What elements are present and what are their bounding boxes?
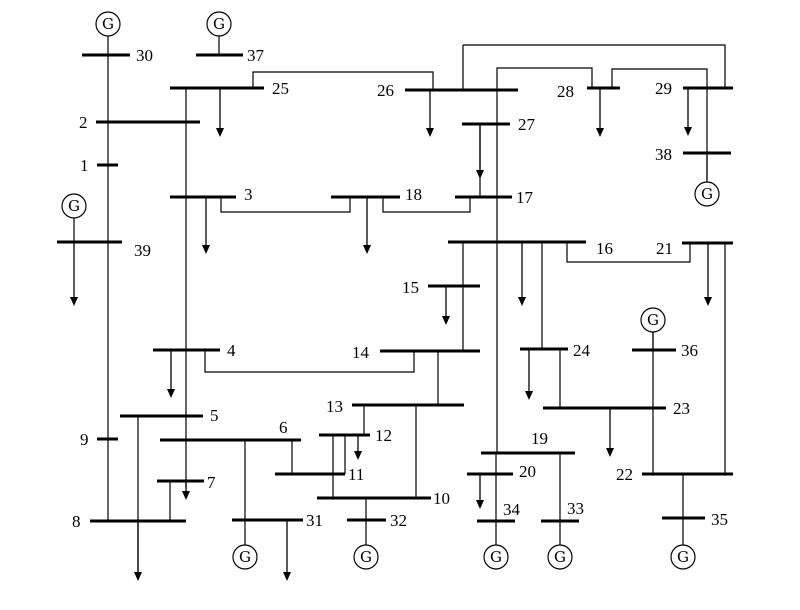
bus-label-5: 5	[210, 406, 219, 425]
loads	[70, 88, 712, 581]
bus-label-35: 35	[711, 510, 728, 529]
bus-label-39: 39	[134, 241, 151, 260]
bus-label-4: 4	[227, 341, 236, 360]
bus-label-12: 12	[375, 426, 392, 445]
generator-37-icon: G	[206, 11, 232, 55]
transmission-lines	[107, 44, 726, 580]
generator-31-icon: G	[232, 520, 258, 570]
bus-label-26: 26	[377, 81, 394, 100]
svg-text:G: G	[701, 185, 713, 203]
load-arrow-21-icon	[704, 243, 712, 306]
bus-label-17: 17	[516, 188, 534, 207]
svg-text:G: G	[360, 548, 372, 566]
bus-label-10: 10	[433, 489, 450, 508]
load-arrow-3-icon	[202, 197, 210, 254]
bus-label-30: 30	[136, 46, 153, 65]
load-arrow-24-icon	[525, 349, 533, 400]
generator-35-icon: G	[670, 518, 696, 570]
bus-label-2: 2	[79, 113, 88, 132]
load-arrow-28-icon	[596, 88, 604, 137]
generator-39-icon: G	[61, 193, 87, 242]
load-arrow-26-icon	[426, 90, 434, 137]
svg-text:G: G	[213, 15, 225, 33]
load-arrow-15-icon	[442, 286, 450, 325]
bus-label-28: 28	[557, 82, 574, 101]
bus-label-22: 22	[616, 465, 633, 484]
generator-38-icon: G	[694, 153, 720, 207]
generator-32-icon: G	[353, 520, 379, 570]
bus-label-27: 27	[518, 115, 536, 134]
bus-label-20: 20	[519, 462, 536, 481]
load-arrow-8-icon	[134, 521, 142, 581]
bus-labels: 30 37 2 1 25 26 28 29 27 38 3 18 17 39 1…	[72, 46, 728, 531]
bus-label-8: 8	[72, 512, 81, 531]
bus-label-7: 7	[207, 473, 216, 492]
generator-34-icon: G	[483, 521, 509, 570]
bus-label-31: 31	[306, 511, 323, 530]
bus-label-9: 9	[80, 430, 89, 449]
load-arrow-25-icon	[216, 88, 224, 137]
generator-30-icon: G	[95, 11, 121, 55]
load-arrow-39-icon	[70, 242, 78, 306]
bus-label-38: 38	[655, 145, 672, 164]
bus-label-25: 25	[272, 79, 289, 98]
load-arrow-7-icon	[182, 481, 190, 500]
load-arrow-20-icon	[476, 474, 484, 509]
bus-label-29: 29	[655, 79, 672, 98]
bus-label-21: 21	[656, 239, 673, 258]
generator-33-icon: G	[547, 521, 573, 570]
svg-text:G: G	[647, 311, 659, 329]
bus-label-13: 13	[326, 397, 343, 416]
svg-text:G: G	[677, 548, 689, 566]
load-arrow-29-icon	[684, 88, 692, 136]
bus-label-23: 23	[673, 399, 690, 418]
bus-label-14: 14	[352, 343, 370, 362]
load-arrow-23-icon	[606, 408, 614, 457]
load-arrow-31-icon	[283, 520, 291, 581]
bus-label-11: 11	[348, 465, 364, 484]
bus-label-19: 19	[531, 429, 548, 448]
svg-text:G: G	[490, 548, 502, 566]
load-arrow-16-icon	[518, 242, 526, 306]
bus-label-18: 18	[405, 185, 422, 204]
load-arrow-4-icon	[167, 350, 175, 398]
bus-label-3: 3	[244, 185, 253, 204]
bus-label-16: 16	[596, 239, 613, 258]
bus-label-37: 37	[247, 46, 265, 65]
bus-bars	[57, 53, 733, 523]
bus-label-33: 33	[567, 499, 584, 518]
load-arrow-18-icon	[363, 197, 371, 254]
svg-text:G: G	[102, 15, 114, 33]
svg-text:G: G	[239, 548, 251, 566]
generator-36-icon: G	[640, 307, 666, 350]
bus-label-24: 24	[573, 341, 591, 360]
svg-text:G: G	[68, 197, 80, 215]
bus-label-32: 32	[390, 511, 407, 530]
bus-label-34: 34	[503, 500, 521, 519]
load-arrow-12-icon	[354, 435, 362, 460]
bus-label-36: 36	[681, 341, 698, 360]
svg-text:G: G	[554, 548, 566, 566]
bus-label-6: 6	[279, 418, 288, 437]
bus-label-1: 1	[80, 156, 89, 175]
generators: G G G G G G G	[61, 11, 720, 570]
load-arrow-27-icon	[476, 124, 484, 179]
bus-label-15: 15	[402, 278, 419, 297]
